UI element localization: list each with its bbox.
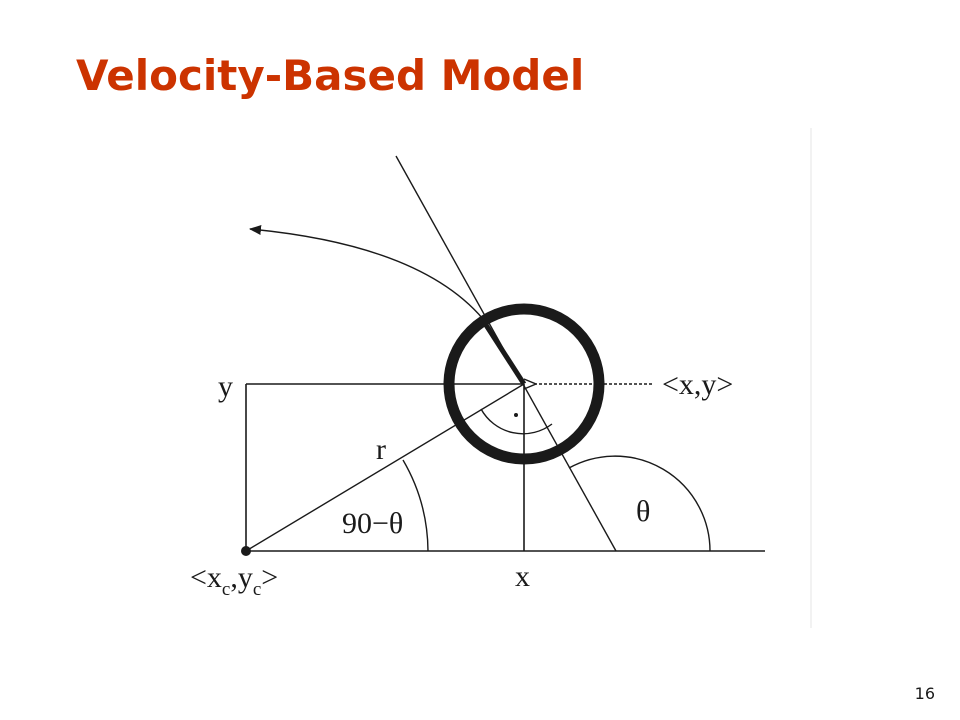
- x-axis-label: x: [515, 560, 530, 593]
- heading-angle-arc: [568, 455, 711, 552]
- robot-heading-indicator: [483, 323, 527, 386]
- complement-angle-label: 90−θ: [342, 507, 403, 540]
- heading-angle-label: θ: [636, 495, 650, 528]
- robot-position-label: <x,y>: [662, 368, 733, 401]
- right-angle-arc: [480, 408, 553, 435]
- center-label: <xc,yc>: [190, 561, 278, 600]
- radius-label: r: [376, 433, 386, 466]
- slide-title: Velocity-Based Model: [76, 51, 585, 100]
- complement-angle-arc: [402, 459, 429, 552]
- trajectory-arc: [249, 225, 484, 320]
- right-angle-dot: [514, 413, 518, 417]
- radius-line: [245, 383, 525, 552]
- page-number: 16: [914, 684, 935, 703]
- y-axis-label: y: [218, 370, 233, 403]
- center-point: [241, 546, 251, 556]
